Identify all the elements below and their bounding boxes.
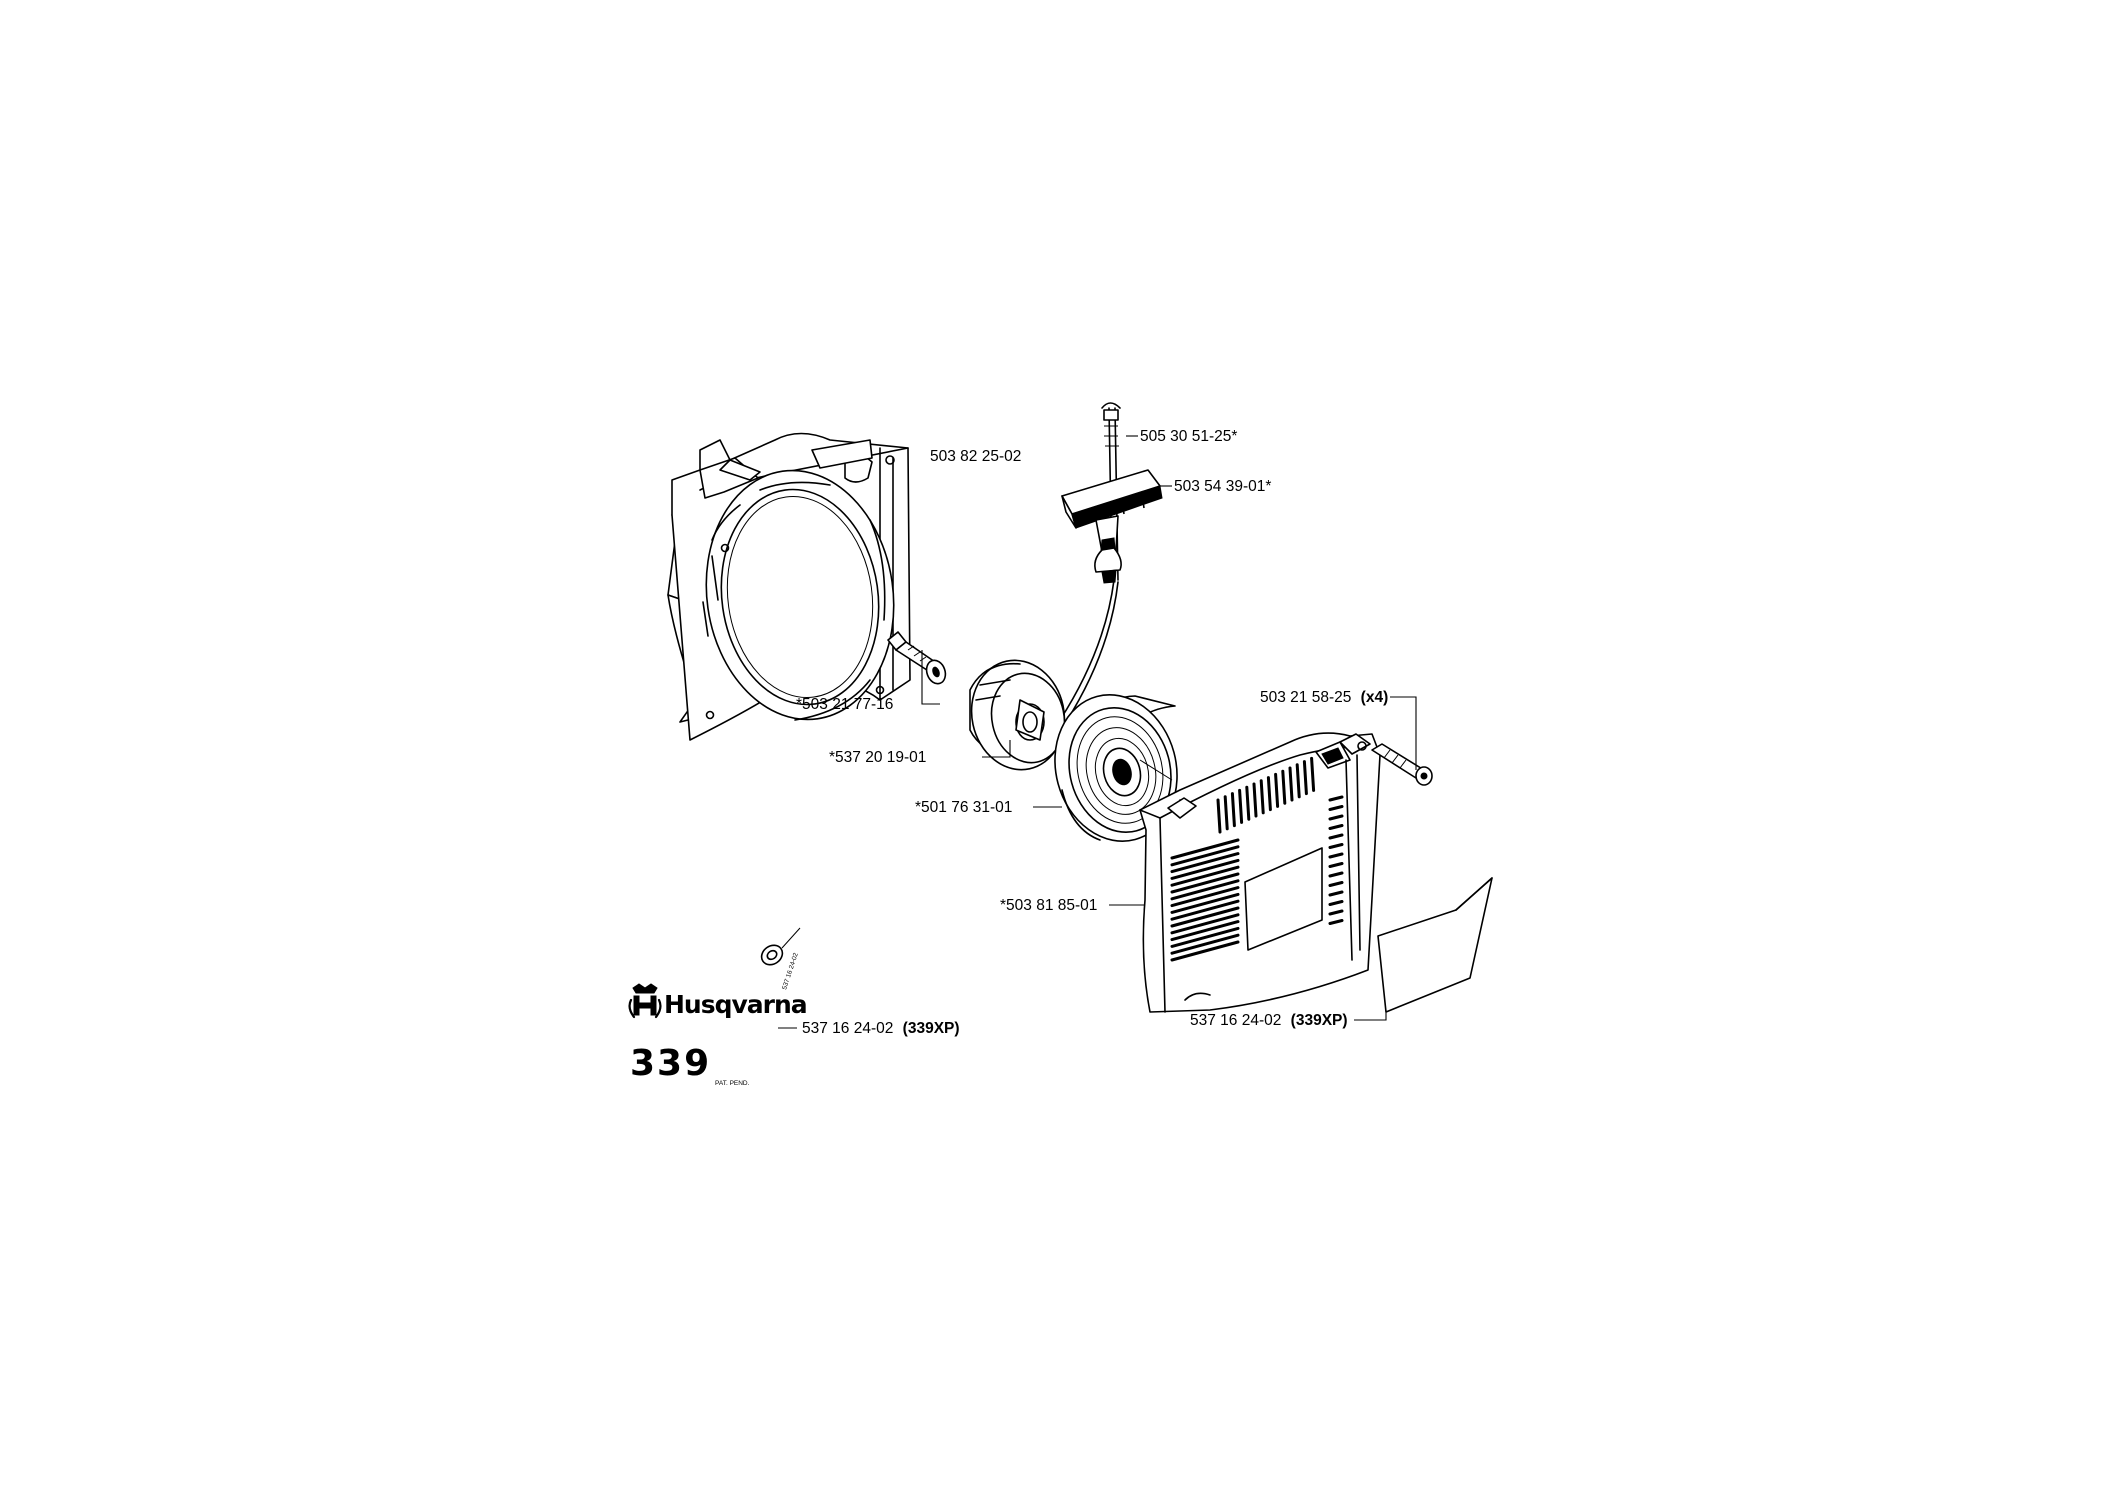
decal-drawing bbox=[1377, 877, 1493, 1013]
starter-handle-drawing bbox=[1061, 469, 1163, 584]
label-starter-cover: *503 81 85-01 bbox=[1000, 897, 1097, 914]
label-cover-screw: 503 21 58-25 (x4) bbox=[1260, 689, 1388, 706]
vent-slat bbox=[1170, 926, 1240, 948]
vent-slat bbox=[1170, 899, 1240, 921]
vent-slat bbox=[1310, 756, 1316, 792]
vent-slat bbox=[1170, 865, 1240, 887]
label-decal-right-suffix: (339XP) bbox=[1291, 1012, 1348, 1029]
vent-slat bbox=[1170, 906, 1240, 928]
vent-slat bbox=[1170, 845, 1240, 867]
vent-slat bbox=[1252, 782, 1258, 818]
patent-pending-note: PAT. PEND. bbox=[715, 1080, 750, 1087]
vent-slat bbox=[1328, 805, 1344, 811]
label-cover-screw-suffix: (x4) bbox=[1361, 689, 1389, 706]
cover-vent-top bbox=[1216, 756, 1316, 834]
vent-slat bbox=[1328, 843, 1344, 849]
decal-roll-text: 537 16 24-02 bbox=[781, 952, 800, 991]
vent-slat bbox=[1230, 792, 1236, 828]
label-spring-cassette: *501 76 31-01 bbox=[915, 799, 1012, 816]
cover-vent-left bbox=[1170, 838, 1240, 962]
spring-cassette-drawing bbox=[1054, 694, 1178, 842]
decal-roll-drawing: 537 16 24-02 bbox=[760, 927, 801, 991]
vent-slat bbox=[1238, 788, 1244, 824]
starter-housing-drawing bbox=[667, 432, 911, 741]
label-handle: 503 54 39-01* bbox=[1174, 478, 1271, 495]
vent-slat bbox=[1170, 940, 1240, 962]
vent-slat bbox=[1266, 776, 1272, 812]
vent-slat bbox=[1295, 763, 1301, 799]
vent-slat bbox=[1245, 785, 1251, 821]
label-decal-left: 537 16 24-02 (339XP) bbox=[802, 1020, 960, 1037]
label-cord: 505 30 51-25* bbox=[1140, 428, 1237, 445]
label-decal-left-suffix: (339XP) bbox=[903, 1020, 960, 1037]
vent-slat bbox=[1170, 933, 1240, 955]
vent-slat bbox=[1328, 852, 1344, 859]
label-decal-right: 537 16 24-02 (339XP) bbox=[1190, 1012, 1348, 1029]
vent-slat bbox=[1170, 858, 1240, 880]
brand-logo: Husqvarna bbox=[628, 983, 808, 1019]
vent-slat bbox=[1170, 892, 1240, 914]
pulley-drawing bbox=[969, 659, 1066, 771]
label-starter-housing: 503 82 25-02 bbox=[930, 448, 1021, 465]
vent-slat bbox=[1328, 814, 1344, 821]
vent-slat bbox=[1328, 871, 1344, 878]
vent-slat bbox=[1328, 909, 1344, 916]
vent-slat bbox=[1328, 900, 1344, 906]
vent-slat bbox=[1328, 890, 1344, 897]
vent-slat bbox=[1328, 919, 1344, 925]
cover-vent-right bbox=[1328, 795, 1344, 925]
leader-lines bbox=[778, 435, 1417, 1029]
label-pulley: *537 20 19-01 bbox=[829, 749, 926, 766]
vent-slat bbox=[1170, 920, 1240, 942]
label-decal-left-number: 537 16 24-02 bbox=[802, 1020, 893, 1037]
cover-screw-drawing bbox=[1371, 743, 1433, 786]
label-cover-screw-number: 503 21 58-25 bbox=[1260, 689, 1351, 706]
vent-slat bbox=[1328, 824, 1344, 830]
vent-slat bbox=[1259, 779, 1265, 815]
vent-slat bbox=[1274, 772, 1280, 808]
vent-slat bbox=[1170, 872, 1240, 894]
vent-slat bbox=[1170, 886, 1240, 908]
starter-cover-drawing bbox=[1139, 732, 1381, 1013]
brand-name: Husqvarna bbox=[664, 990, 807, 1019]
vent-slat bbox=[1223, 795, 1229, 831]
vent-slat bbox=[1170, 879, 1240, 901]
vent-slat bbox=[1170, 852, 1240, 874]
model-number: 339 bbox=[630, 1043, 711, 1084]
crowned-h-icon bbox=[628, 983, 662, 1019]
vent-slat bbox=[1328, 833, 1344, 840]
pulley-screw-drawing bbox=[887, 631, 947, 685]
vent-slat bbox=[1328, 881, 1344, 887]
vent-slat bbox=[1281, 769, 1287, 805]
vent-slat bbox=[1328, 795, 1344, 802]
vent-slat bbox=[1302, 760, 1308, 796]
vent-slat bbox=[1216, 798, 1222, 834]
vent-slat bbox=[1288, 766, 1294, 802]
vent-slat bbox=[1170, 913, 1240, 935]
vent-slat bbox=[1328, 862, 1344, 868]
vent-slat bbox=[1170, 838, 1240, 860]
label-screw-washer: *503 21 77-16 bbox=[796, 696, 893, 713]
label-decal-right-number: 537 16 24-02 bbox=[1190, 1012, 1281, 1029]
